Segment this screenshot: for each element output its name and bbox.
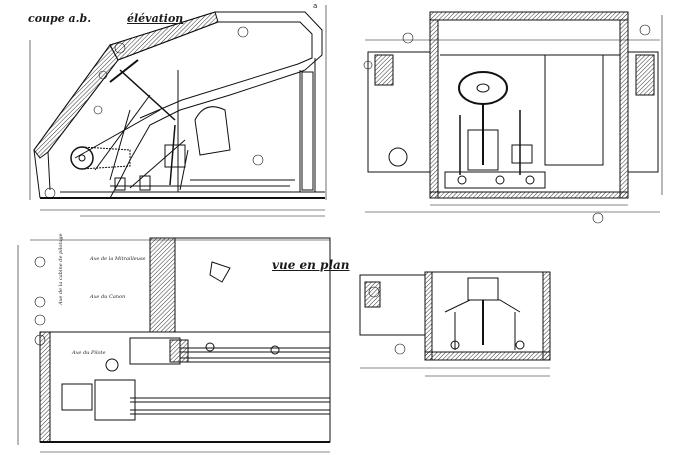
section-steering-hub (476, 83, 490, 93)
elevation-callout-5 (94, 106, 102, 114)
elevation-pedal-1 (115, 178, 125, 190)
elevation-lever-1 (170, 125, 175, 185)
detail-view (360, 272, 550, 376)
section-lever-box (512, 145, 532, 163)
elevation-rod-4 (130, 140, 185, 188)
detail-outer-box (425, 272, 550, 360)
detail-floor (425, 352, 550, 360)
detail-left-compartment (360, 275, 425, 335)
section-callout-3 (593, 213, 603, 223)
plan-gear (106, 359, 118, 371)
plan-left-wall (40, 332, 50, 442)
section-roof-hatch (430, 12, 628, 20)
section-pedal-2 (496, 176, 504, 184)
section-left-porthole (389, 148, 407, 166)
elevation-steering-column (120, 70, 175, 120)
elevation-callout-2 (238, 27, 248, 37)
section-view (364, 12, 662, 223)
plan-upper-hatch (150, 238, 175, 332)
elevation-roof-hatch (110, 12, 218, 60)
plan-view-label: vue en plan (272, 258, 350, 272)
section-pedal-3 (526, 176, 534, 184)
detail-yoke (445, 300, 520, 312)
section-callout-4 (364, 61, 372, 69)
section-right-wall (620, 20, 628, 198)
detail-left-wall (425, 272, 432, 360)
detail-right-wall (543, 272, 550, 360)
section-internal-panel (545, 55, 603, 165)
section-steering-wheel (458, 71, 508, 105)
elevation-view-label: élévation (127, 12, 184, 25)
plan-view (18, 238, 330, 452)
plan-callout-3 (35, 315, 45, 325)
elevation-gear-hub (79, 155, 85, 161)
plan-windshield (210, 262, 230, 282)
elevation-rod-2 (95, 95, 150, 170)
detail-left-box (365, 282, 380, 307)
elevation-hull-inner (48, 22, 312, 190)
elevation-callout-1 (115, 43, 125, 53)
elevation-callout-6 (99, 71, 107, 79)
note-cannon-axis: Axe du Canon (90, 294, 126, 300)
section-marker-label: a (313, 2, 318, 10)
plan-callout-4 (35, 335, 45, 345)
elevation-rod-3 (110, 110, 130, 180)
elevation-gear-wheel (71, 147, 93, 169)
elevation-lever-2 (180, 150, 188, 190)
detail-pedal-1 (451, 341, 459, 349)
elevation-door-panel (302, 72, 313, 190)
section-left-box (375, 55, 393, 85)
plan-seat (62, 384, 92, 410)
section-floor-mechanism (445, 172, 545, 188)
detail-callout-1 (369, 287, 379, 297)
section-right-compartment (628, 52, 658, 172)
note-cabin-axis: Axe de la cabine de pilotage (58, 233, 64, 305)
section-view-label: coupe a.b. (28, 12, 92, 25)
section-callout-1 (403, 33, 413, 43)
plan-knob-2 (271, 346, 279, 354)
plan-mechanism-block-2 (95, 380, 135, 420)
section-floor (430, 192, 628, 198)
note-pilot-axis: Axe du Pilote (72, 350, 106, 356)
plan-upper-compartment (150, 238, 330, 332)
elevation-view (30, 5, 326, 216)
detail-pedal-2 (516, 341, 524, 349)
plan-callout-1 (35, 257, 45, 267)
note-machine-gun-axis: Axe de la Mitrailleuse (90, 256, 146, 262)
section-left-wall (430, 20, 438, 198)
plan-mechanism-hatch (170, 340, 188, 362)
elevation-callout-4 (45, 188, 55, 198)
elevation-rod-1 (75, 110, 160, 158)
section-column-housing (468, 130, 498, 170)
elevation-pedal-2 (140, 176, 150, 190)
plan-callout-2 (35, 297, 45, 307)
detail-callout-2 (395, 344, 405, 354)
section-right-box (636, 55, 654, 95)
elevation-steering-wheel (110, 60, 138, 82)
elevation-callout-3 (253, 155, 263, 165)
detail-column-top (468, 278, 498, 300)
elevation-gearbox (165, 145, 185, 167)
plan-knob-1 (206, 343, 214, 351)
elevation-chain (82, 147, 130, 169)
section-callout-2 (640, 25, 650, 35)
elevation-seat (195, 107, 230, 155)
section-pedal-1 (458, 176, 466, 184)
